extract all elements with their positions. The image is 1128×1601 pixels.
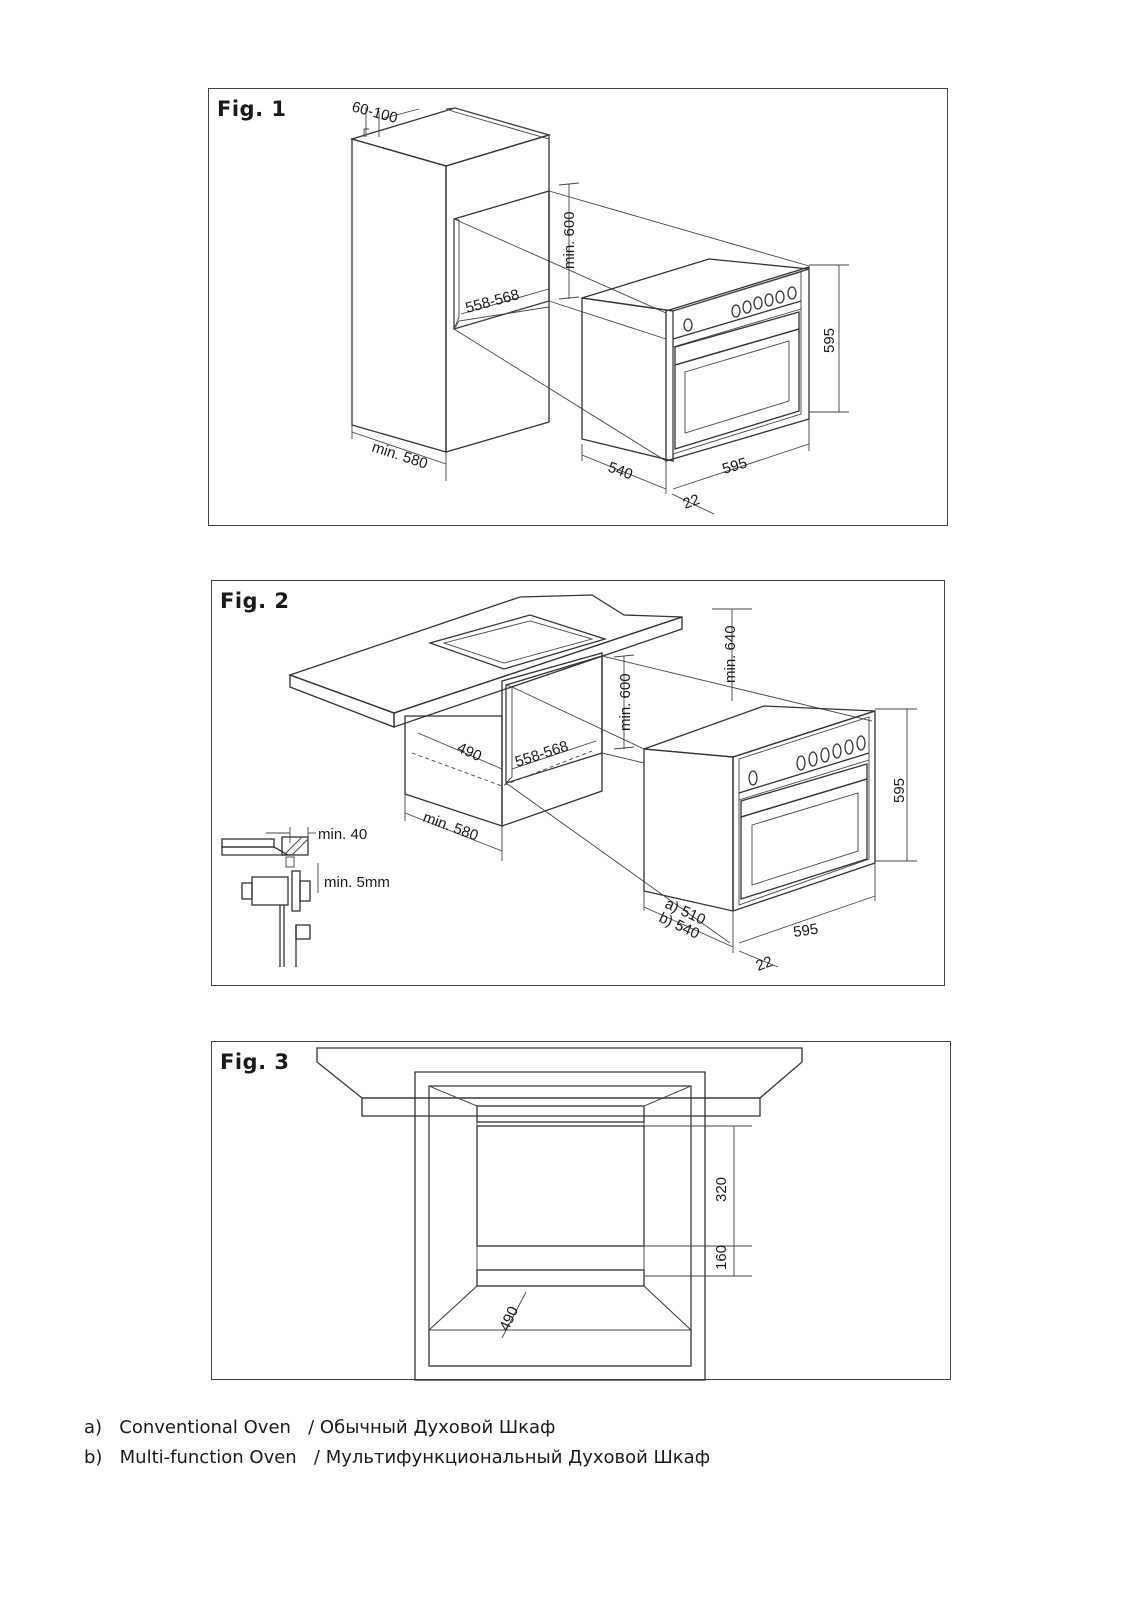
knob-icon (753, 296, 763, 310)
projection-lines (505, 655, 873, 944)
knob-icon (808, 751, 818, 767)
legend-translation: / Мультифункциональный Духовой Шкаф (313, 1447, 711, 1468)
niche-left-wall (428, 1085, 478, 1332)
oven-window (740, 778, 868, 900)
projection-lines (453, 190, 810, 462)
knob-icon (820, 747, 830, 763)
dim-niche-depth: 490 (454, 739, 484, 765)
figure-3-drawing: 320 160 490 (316, 1047, 803, 1381)
legend-translation: / Обычный Духовой Шкаф (308, 1417, 556, 1438)
figure-3-title: Fig. 3 (220, 1050, 290, 1074)
knob-icon (787, 286, 797, 300)
figure-2: Fig. 2 (211, 580, 945, 986)
niche-floor (427, 1285, 693, 1331)
dim-bottom-height: 160 (713, 1245, 730, 1270)
knob-icon (775, 290, 785, 304)
dim-detail-gap: min. 40 (318, 826, 367, 843)
dim-oven-height: 595 (821, 328, 838, 353)
dim-depth: 490 (496, 1304, 522, 1334)
dim-detail-clearance: min. 5mm (324, 874, 390, 891)
legend-key: a) (84, 1417, 103, 1438)
figure-1: Fig. 1 (208, 88, 948, 526)
knob-icon (856, 735, 866, 751)
dimension-lines (501, 1125, 752, 1339)
legend-text: Multi-function Oven (119, 1447, 297, 1468)
dim-niche-height: min. 600 (617, 673, 634, 731)
dim-oven-width: 595 (792, 921, 819, 941)
tall-cabinet (349, 107, 552, 453)
knob-icon (683, 318, 693, 332)
cabinet-frame (414, 1071, 706, 1381)
knob-icon (764, 293, 774, 307)
figure-1-title: Fig. 1 (217, 97, 287, 121)
dim-oven-height: 595 (891, 778, 908, 803)
figure-2-title: Fig. 2 (220, 589, 290, 613)
dimension-lines (404, 608, 917, 968)
dim-counter-height: min. 640 (722, 625, 739, 683)
countertop-section (316, 1047, 803, 1117)
dim-opening-height: 320 (713, 1177, 730, 1202)
legend-item-b: b) Multi-function Oven / Мультифункциона… (84, 1447, 710, 1468)
knob-icon (742, 300, 752, 314)
detail-inset (221, 827, 319, 967)
knob-icon (796, 755, 806, 771)
legend-key: b) (84, 1447, 103, 1468)
oven (581, 258, 810, 462)
countertop (288, 594, 683, 728)
hob-cutout (427, 614, 608, 670)
dim-cabinet-depth: min. 580 (370, 439, 430, 473)
base-cabinet (404, 652, 603, 827)
dimension-lines (351, 107, 849, 515)
figure-2-drawing: min. 640 min. 600 490 558-568 min. 580 5… (221, 594, 917, 975)
knob-icon (731, 304, 741, 318)
opening-back (476, 1125, 645, 1247)
knob-icon (844, 739, 854, 755)
figure-3: Fig. 3 (211, 1041, 951, 1381)
oven-window (674, 328, 800, 450)
dim-top-gap: 60-100 (350, 98, 400, 127)
legend-item-a: a) Conventional Oven / Обычный Духовой Ш… (84, 1417, 555, 1438)
niche-right-wall (643, 1085, 692, 1332)
knob-icon (832, 743, 842, 759)
dim-niche-height: min. 600 (561, 211, 578, 269)
dim-oven-depth: 540 (606, 459, 635, 484)
dim-front-depth: 22 (754, 953, 775, 975)
dim-cabinet-depth: min. 580 (421, 809, 481, 845)
dim-oven-width: 595 (720, 455, 749, 478)
figure-1-drawing: 60-100 min. 600 558-568 min. 580 595 540… (349, 98, 849, 515)
oven (643, 705, 876, 912)
legend-text: Conventional Oven (119, 1417, 291, 1438)
knob-icon (748, 770, 758, 786)
dim-front-depth: 22 (681, 491, 702, 513)
